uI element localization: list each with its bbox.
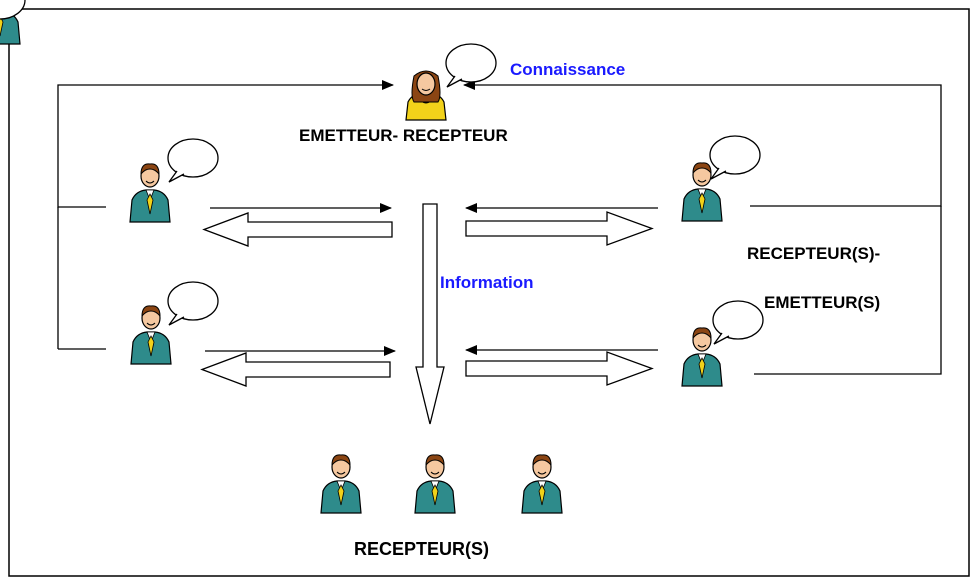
receivers-emitters-label-line1: RECEPTEUR(S)- (747, 244, 881, 263)
receiver-man-icon-2 (414, 454, 456, 514)
right-bottom-speech-bubble-icon (712, 300, 764, 345)
information-down-arrow (415, 203, 445, 425)
diagram-frame (8, 8, 970, 577)
emitter-speech-bubble-icon (445, 43, 497, 88)
receivers-label: RECEPTEUR(S) (354, 539, 490, 559)
left-feedback-line (57, 80, 394, 208)
receivers-emitters-label-line2: EMETTEUR(S) (764, 293, 881, 312)
information-label: Information (440, 273, 534, 292)
right-feedback-bottom (754, 206, 942, 375)
right-feedback-line (463, 80, 942, 207)
right-bottom-block-arrow (465, 351, 654, 386)
left-bottom-speech-bubble-icon (167, 281, 219, 326)
emitter-woman-icon (405, 70, 447, 121)
emitter-label: EMETTEUR- RECEPTEUR (299, 126, 508, 145)
right-top-block-arrow (465, 211, 654, 246)
receiver-man-icon-1 (320, 454, 362, 514)
right-top-speech-bubble-icon (709, 135, 761, 180)
left-top-participant-man-icon (129, 163, 171, 223)
left-bottom-participant-man-icon (130, 305, 172, 365)
receiver-man-icon-3 (521, 454, 563, 514)
knowledge-label: Connaissance (510, 60, 626, 79)
right-bottom-participant-man-icon (681, 327, 723, 387)
left-top-speech-bubble-icon (167, 138, 219, 183)
left-bottom-block-arrow (200, 352, 391, 387)
left-top-block-arrow (202, 212, 393, 247)
